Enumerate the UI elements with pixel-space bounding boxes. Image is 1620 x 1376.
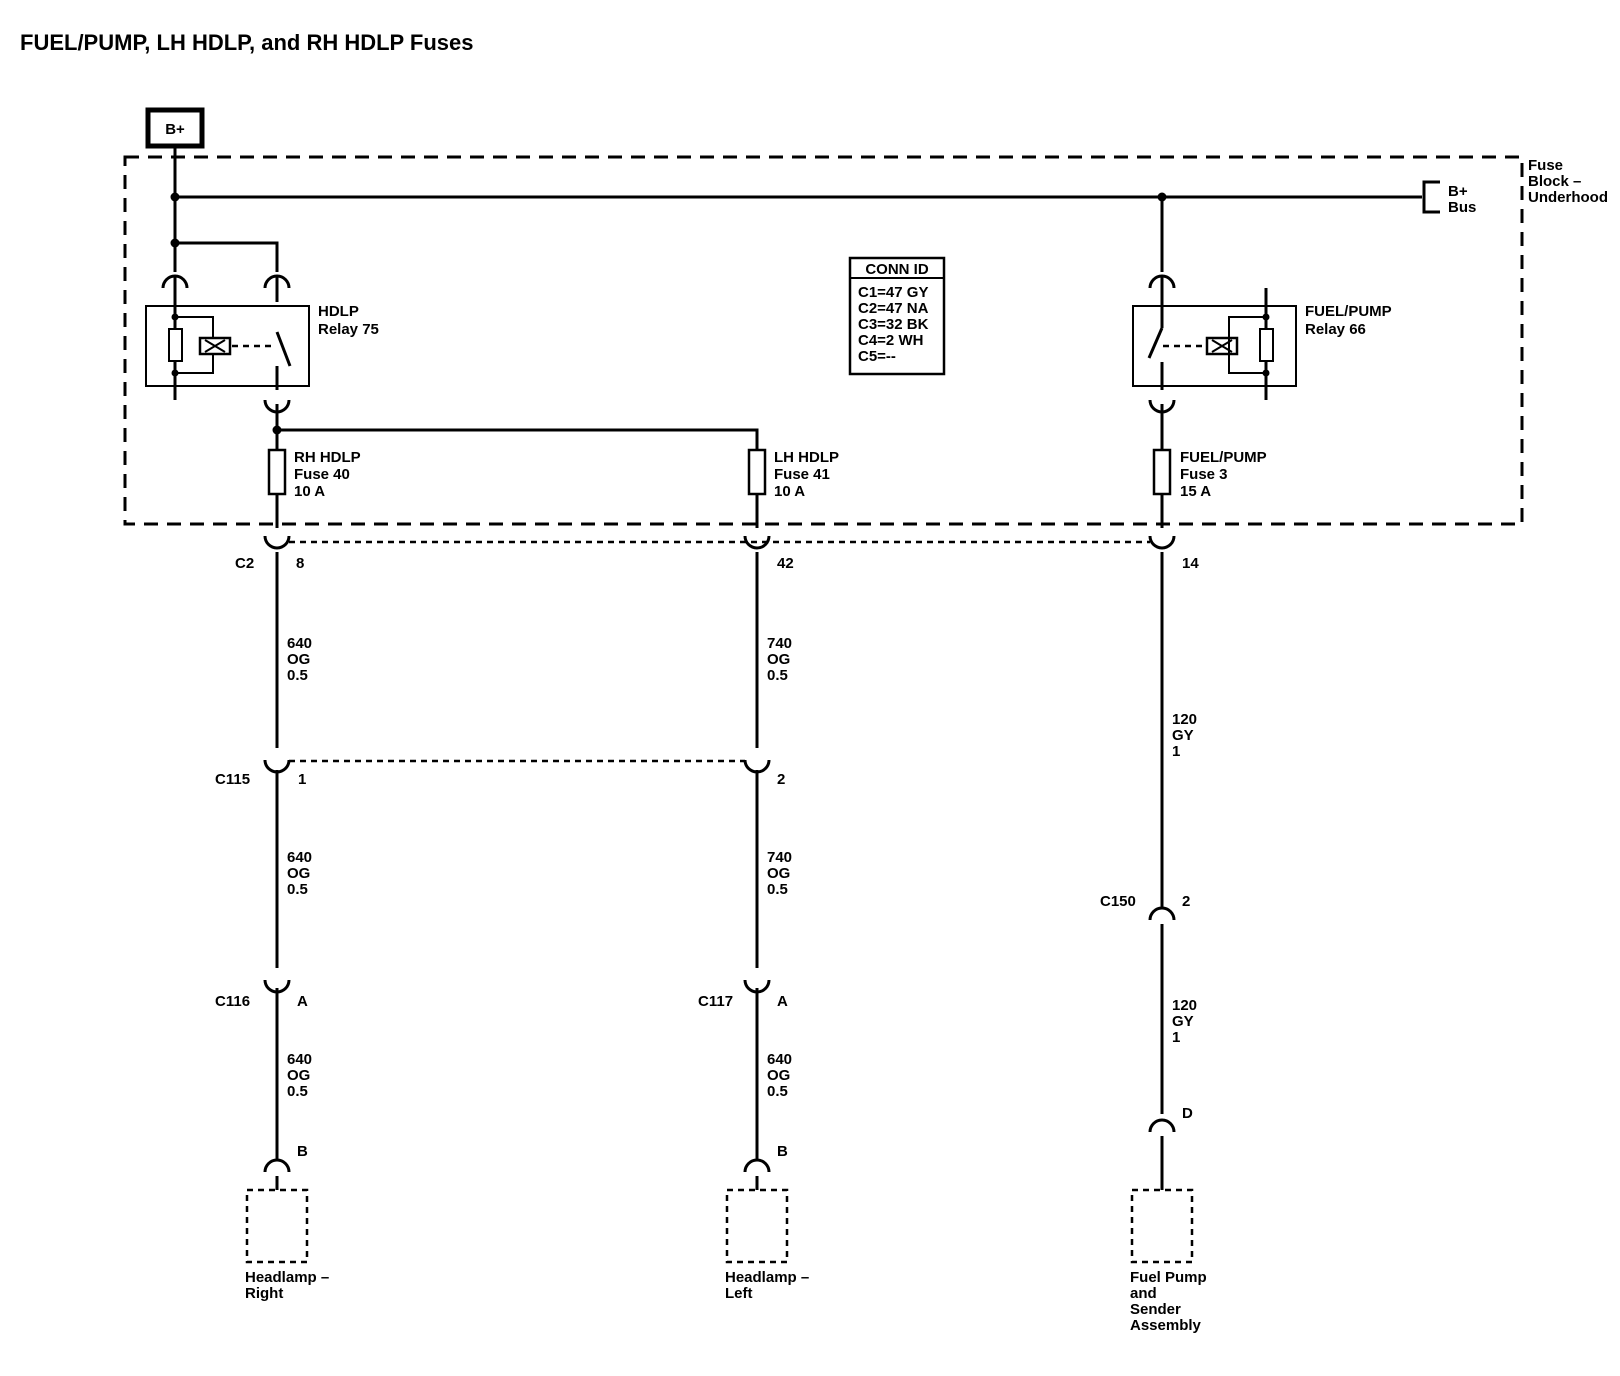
rh-seg1-circuit: 640 [287,635,312,652]
conn-id-row: C3=32 BK [858,316,929,333]
c115-pin-lh: 2 [777,771,785,788]
lh-seg2-circuit: 740 [767,849,792,866]
c2-pin-lh: 42 [777,555,794,572]
fuel-pump-relay-name: FUEL/PUMP [1305,303,1392,320]
fuel-pump-fuse: FUEL/PUMP Fuse 3 15 A [1152,448,1267,528]
bus-terminal-bracket [1422,180,1440,214]
fp-seg1-color: GY [1172,727,1194,744]
lh-seg1-circuit: 740 [767,635,792,652]
fuel-pump-line4: Assembly [1130,1317,1202,1334]
conn-id-table: CONN ID C1=47 GY C2=47 NA C3=32 BK C4=2 … [848,256,946,376]
lh-fuse-number: Fuse 41 [774,466,830,483]
conn-id-row: C5=-- [858,348,896,365]
rh-fuse-name: RH HDLP [294,449,361,466]
battery-source: B+ [145,107,205,149]
lh-seg1-color: OG [767,651,790,668]
fuse-block-label-line1: Fuse [1528,157,1563,174]
fuel-pump-pin: D [1182,1105,1193,1122]
lh-circuit: 740 OG 0.5 740 OG 0.5 640 OG 0.5 [743,552,792,1190]
bus-splice-left [170,192,180,202]
hdlp-relay: HDLP Relay 75 [145,274,379,435]
headlamp-right-line2: Right [245,1285,283,1302]
fuel-pump-line2: and [1130,1285,1157,1302]
fp-fuse-name: FUEL/PUMP [1180,449,1267,466]
lh-seg3-size: 0.5 [767,1083,788,1100]
rh-seg2-size: 0.5 [287,881,308,898]
connector-c117: C117 A [698,993,788,1010]
headlamp-right: B Headlamp – Right [245,1143,329,1302]
rh-seg2-circuit: 640 [287,849,312,866]
rh-seg1-color: OG [287,651,310,668]
fp-seg2-size: 1 [1172,1029,1180,1046]
c2-name: C2 [235,555,254,572]
c2-pin-fp: 14 [1182,555,1199,572]
hdlp-relay-number: Relay 75 [318,321,379,338]
fp-fuse-rating: 15 A [1180,483,1211,500]
fuel-pump-relay-number: Relay 66 [1305,321,1366,338]
conn-id-row: C4=2 WH [858,332,923,349]
battery-source-label: B+ [165,121,185,138]
hdlp-relay-name: HDLP [318,303,359,320]
headlamp-left-line1: Headlamp – [725,1269,809,1286]
rh-seg3-circuit: 640 [287,1051,312,1068]
fp-seg1-circuit: 120 [1172,711,1197,728]
fuel-pump-relay: FUEL/PUMP Relay 66 [1132,274,1392,450]
c2-pin-rh: 8 [296,555,304,572]
c117-name: C117 [698,993,733,1010]
rh-hdlp-fuse: RH HDLP Fuse 40 10 A [267,430,361,528]
fuel-pump-line3: Sender [1130,1301,1181,1318]
fp-seg1-size: 1 [1172,743,1180,760]
rh-circuit: 640 OG 0.5 640 OG 0.5 640 OG 0.5 [263,552,312,1190]
rh-seg1-size: 0.5 [287,667,308,684]
c116-name: C116 [215,993,250,1010]
lh-fuse-rating: 10 A [774,483,805,500]
fp-fuse-number: Fuse 3 [1180,466,1228,483]
headlamp-right-line1: Headlamp – [245,1269,329,1286]
hdlp-relay-feed [175,241,279,272]
lh-fuse-name: LH HDLP [774,449,839,466]
rh-seg2-color: OG [287,865,310,882]
rh-fuse-number: Fuse 40 [294,466,350,483]
c117-pin: A [777,993,788,1010]
fuse-block-label-line2: Block – [1528,173,1581,190]
fp-seg2-circuit: 120 [1172,997,1197,1014]
lh-seg2-color: OG [767,865,790,882]
connector-c115: C115 1 2 [215,759,785,788]
bus-label-line1: B+ [1448,183,1468,200]
c150-pin: 2 [1182,893,1190,910]
fuse-block-boundary [123,155,1524,526]
headlamp-right-pin: B [297,1143,308,1160]
conn-id-header: CONN ID [865,261,929,278]
conn-id-row: C2=47 NA [858,300,929,317]
fp-seg2-color: GY [1172,1013,1194,1030]
connector-c2: C2 8 42 14 [235,535,1199,572]
rh-fuse-rating: 10 A [294,483,325,500]
headlamp-left: B Headlamp – Left [725,1143,809,1302]
fuel-pump-line1: Fuel Pump [1130,1269,1207,1286]
headlamp-left-pin: B [777,1143,788,1160]
c150-name: C150 [1100,893,1136,910]
c116-pin: A [297,993,308,1010]
c115-pin-rh: 1 [298,771,306,788]
lh-seg1-size: 0.5 [767,667,788,684]
fuel-pump-sender-assembly: Fuel Pump and Sender Assembly [1130,1188,1207,1334]
lh-seg3-color: OG [767,1067,790,1084]
lh-hdlp-fuse: LH HDLP Fuse 41 10 A [747,448,839,528]
lh-seg2-size: 0.5 [767,881,788,898]
page-title: FUEL/PUMP, LH HDLP, and RH HDLP Fuses [20,30,474,55]
conn-id-row: C1=47 GY [858,284,928,301]
fuse-block-label: Fuse Block – Underhood [1528,157,1608,206]
connector-c116: C116 A [215,993,308,1010]
lh-seg3-circuit: 640 [767,1051,792,1068]
fuel-pump-circuit: 120 GY 1 120 GY 1 C150 2 D [1100,552,1197,1190]
lh-fuse-feed [277,428,759,448]
headlamp-left-line2: Left [725,1285,753,1302]
bus-label-line2: Bus [1448,199,1476,216]
rh-seg3-color: OG [287,1067,310,1084]
fuse-block-label-line3: Underhood [1528,189,1608,206]
c115-name: C115 [215,771,250,788]
rh-seg3-size: 0.5 [287,1083,308,1100]
